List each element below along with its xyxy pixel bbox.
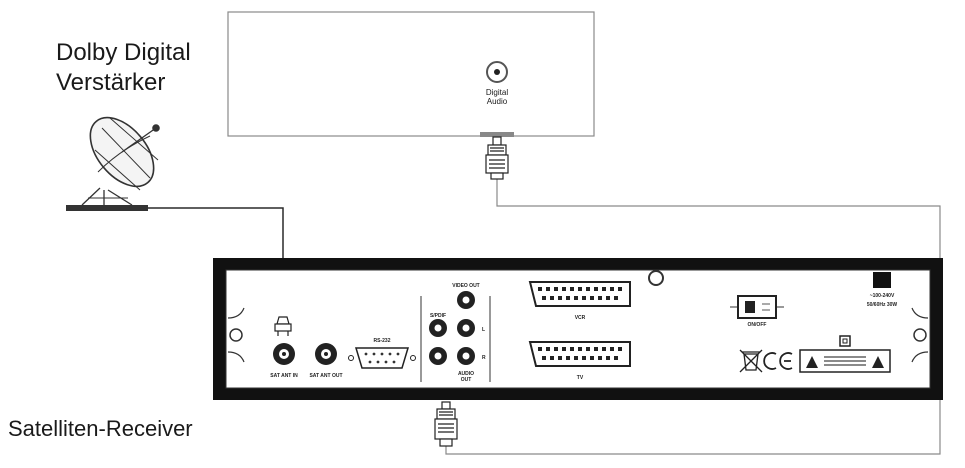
digital-audio-port-pin	[494, 69, 500, 75]
audio-right-label: R	[482, 355, 486, 361]
power-rating-line2: 50/60Hz 30W	[867, 302, 898, 308]
mount-hole-left	[229, 328, 243, 342]
digital-audio-label-2: Audio	[487, 97, 508, 106]
ce-mark-icon	[763, 352, 793, 370]
satellite-dish-icon	[66, 116, 160, 211]
optical-plug-icon	[485, 136, 509, 180]
amplifier-foot	[480, 132, 514, 137]
audio-out-label-2: OUT	[461, 377, 472, 383]
amplifier-name-line1: Dolby Digital	[56, 39, 191, 66]
ground-screw	[648, 270, 664, 286]
sat-ant-out-label: SAT ANT OUT	[309, 373, 342, 379]
spdif-label: S/PDIF	[430, 313, 446, 319]
warning-label	[799, 349, 891, 373]
mount-hole-right	[913, 328, 927, 342]
optical-plug-icon-bottom	[434, 401, 458, 447]
scart-tv-port	[528, 341, 631, 367]
audio-out-label-1: AUDIO	[458, 371, 474, 377]
power-switch	[730, 295, 784, 319]
scart-vcr-port	[528, 281, 631, 307]
power-inlet	[873, 272, 891, 288]
rs232-port	[354, 347, 410, 369]
power-rating-line1: ~100-240V	[870, 293, 895, 299]
video-out-label: VIDEO OUT	[452, 283, 480, 289]
digital-audio-label-1: Digital	[486, 88, 508, 97]
double-insulation-icon	[839, 335, 851, 347]
amplifier: Digital Audio	[227, 11, 595, 137]
amplifier-body	[227, 11, 595, 137]
audio-left-label: L	[482, 327, 485, 333]
antenna-connector-icon	[274, 316, 292, 336]
sat-ant-in-label: SAT ANT IN	[270, 373, 298, 379]
power-switch-label: ON/OFF	[748, 322, 767, 328]
rs232-label: RS-232	[374, 338, 391, 344]
amplifier-name-line2: Verstärker	[56, 69, 165, 96]
scart-vcr-label: VCR	[575, 315, 586, 321]
satellite-receiver: SAT ANT IN SAT ANT OUT RS-232 VIDEO OUT …	[213, 258, 943, 400]
scart-tv-label: TV	[577, 375, 584, 381]
receiver-name: Satelliten-Receiver	[8, 416, 193, 441]
weee-bin-icon	[739, 349, 763, 373]
